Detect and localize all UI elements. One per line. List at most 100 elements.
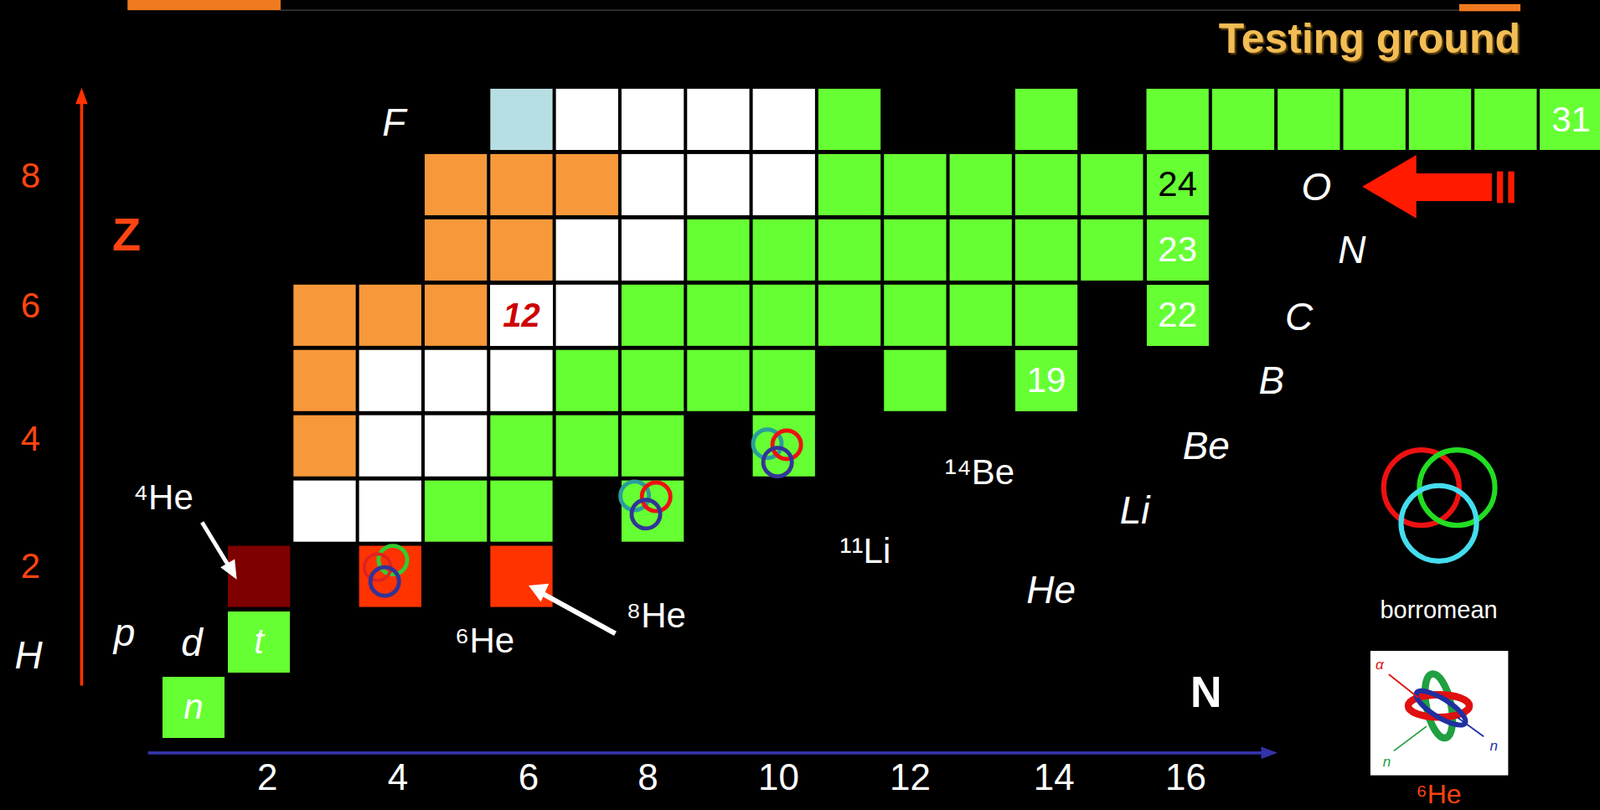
ring-symbol xyxy=(620,481,671,529)
nuclide-cell xyxy=(621,88,684,150)
nuclide-cell xyxy=(359,284,422,346)
nuclide-cell xyxy=(424,219,487,281)
pointer-bar xyxy=(1507,171,1514,204)
nuclide-cell xyxy=(883,350,946,412)
leader-head xyxy=(528,583,549,603)
nuclide-cell xyxy=(686,88,749,150)
axis-number: 4 xyxy=(387,758,408,796)
nuclide-cell xyxy=(424,415,487,477)
nuclide-cell xyxy=(359,350,422,412)
particle-label: d xyxy=(180,623,203,662)
nuclide-cell xyxy=(359,415,422,477)
nuclide-label: ¹⁴Be xyxy=(944,454,1015,491)
nuclide-box: t xyxy=(227,611,290,673)
picture-caption: ⁶He xyxy=(1415,780,1461,808)
picture-label: n xyxy=(1383,753,1391,769)
nuclide-cell xyxy=(293,415,356,477)
element-label: O xyxy=(1300,167,1332,207)
nuclide-cell xyxy=(1474,88,1537,150)
leader-line xyxy=(201,522,231,570)
header-bar xyxy=(1459,4,1521,12)
n-axis-head xyxy=(1261,746,1278,759)
nuclide-box: 22 xyxy=(1146,284,1209,346)
nuclide-cell xyxy=(424,154,487,216)
nuclide-cell xyxy=(621,219,684,281)
nuclide-cell xyxy=(1080,219,1143,281)
mass-number: 12 xyxy=(502,298,541,332)
nuclide-box: 31 xyxy=(1539,88,1600,150)
element-label: Be xyxy=(1182,426,1230,465)
nuclide-label: ⁴He xyxy=(133,480,194,516)
axis-number: 12 xyxy=(889,758,931,796)
nuclide-cell xyxy=(293,480,356,542)
nuclide-cell xyxy=(490,350,553,412)
ring xyxy=(772,430,801,460)
picture-label: α xyxy=(1375,656,1384,671)
mass-number: 19 xyxy=(1027,362,1067,398)
nuclide-cell xyxy=(359,546,422,608)
nuclide-cell xyxy=(490,219,553,281)
header-bar xyxy=(127,0,281,11)
ring xyxy=(631,500,661,529)
nuclide-cell xyxy=(1015,284,1078,346)
nuclide-cell xyxy=(883,154,946,216)
nuclide-cell xyxy=(753,415,816,477)
nuclide-label: ⁶He xyxy=(454,623,515,659)
element-label: He xyxy=(1026,570,1076,610)
nuclide-cell xyxy=(621,154,684,216)
nuclide-cell xyxy=(883,284,946,346)
nuclide-cell xyxy=(293,284,356,346)
z-axis xyxy=(80,102,84,687)
nuclide-cell xyxy=(556,219,619,281)
nuclide-cell xyxy=(490,480,553,542)
nuclide-cell xyxy=(424,284,487,346)
nuclide-cell xyxy=(227,546,290,608)
axis-number: 2 xyxy=(257,758,278,796)
nuclide-cell xyxy=(686,154,749,216)
nuclide-cell xyxy=(753,219,816,281)
slide-title: Testing ground xyxy=(1218,17,1521,60)
axis-number: 8 xyxy=(20,158,41,194)
nuclide-box: 19 xyxy=(1015,350,1078,412)
nuclide-box: 23 xyxy=(1146,219,1209,281)
nuclide-cell xyxy=(621,350,684,412)
nuclide-cell xyxy=(1409,88,1471,150)
element-label: N xyxy=(1337,230,1366,269)
nuclide-cell xyxy=(424,480,487,542)
nuclide-cell xyxy=(883,219,946,281)
nuclide-label: ¹¹Li xyxy=(840,533,892,569)
mass-number: 23 xyxy=(1157,232,1198,268)
axis-number: 10 xyxy=(758,758,800,796)
nuclide-cell xyxy=(556,88,619,150)
nuclide-cell xyxy=(686,219,749,281)
picture-label: n xyxy=(1490,738,1498,754)
ring xyxy=(370,567,399,596)
ring-symbol xyxy=(753,429,801,477)
axis-title: N xyxy=(1190,670,1223,714)
nuclide-cell xyxy=(818,88,881,150)
nuclide-cell xyxy=(753,350,816,412)
nuclide-cell xyxy=(490,88,553,150)
mass-number: t xyxy=(253,624,264,660)
nuclide-cell xyxy=(753,284,816,346)
nuclide-box: 12 xyxy=(490,284,553,346)
mass-number: 31 xyxy=(1551,102,1591,138)
element-label: C xyxy=(1285,297,1313,336)
pointer-line xyxy=(1393,726,1427,751)
symbol-caption: borromean xyxy=(1379,598,1497,623)
nuclide-cell xyxy=(1212,88,1275,150)
nuclide-cell xyxy=(424,350,487,412)
nuclide-cell xyxy=(621,415,684,477)
nuclide-cell xyxy=(949,154,1012,216)
mass-number: n xyxy=(183,689,203,725)
nuclide-cell xyxy=(621,284,684,346)
leader-head xyxy=(220,558,237,579)
nuclide-label: ⁸He xyxy=(626,598,687,634)
nuclide-cell xyxy=(949,219,1012,281)
halo-picture xyxy=(1370,650,1508,776)
axis-number: 16 xyxy=(1165,758,1207,796)
ring-symbol xyxy=(364,546,408,597)
nuclide-cell xyxy=(949,284,1012,346)
nuclide-cell xyxy=(293,350,356,412)
